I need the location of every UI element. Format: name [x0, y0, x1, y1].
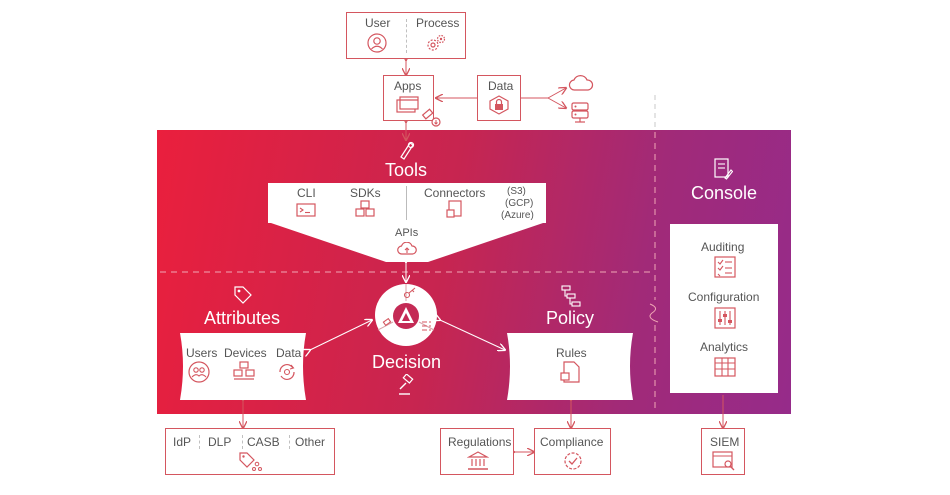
policy-title: Policy	[546, 308, 595, 328]
devices-icon	[233, 361, 255, 380]
decision-title: Decision	[372, 352, 442, 372]
data-label: Data	[488, 79, 514, 93]
console-title: Console	[691, 183, 758, 203]
compliance-label: Compliance	[540, 435, 604, 449]
policy-box	[507, 333, 633, 400]
blocks-icon	[355, 200, 375, 217]
casb-label: CASB	[247, 435, 280, 449]
sliders-icon	[714, 307, 736, 329]
siem-label: SIEM	[710, 435, 740, 449]
cloud-icon	[568, 75, 594, 91]
connectors-label: Connectors	[424, 186, 486, 200]
hierarchy-icon	[561, 285, 581, 307]
connector-plug-icon	[421, 108, 441, 127]
users-group-icon	[188, 361, 210, 383]
data-sync-icon	[279, 364, 295, 380]
console-doc-icon	[714, 158, 733, 180]
users-label: Users	[186, 346, 218, 360]
apps-label: Apps	[394, 79, 422, 93]
regulations-box	[440, 428, 514, 475]
rules-doc-icon	[560, 361, 580, 383]
analytics-label: Analytics	[700, 340, 749, 354]
server-icon	[571, 102, 589, 123]
building-icon	[467, 451, 489, 470]
sdks-label: SDKs	[350, 186, 381, 200]
rules-label: Rules	[556, 346, 587, 360]
tag-icon	[234, 286, 252, 304]
tools-title: Tools	[385, 160, 428, 180]
azure-label: (Azure)	[501, 210, 534, 221]
user-process-box	[346, 12, 466, 59]
process-label: Process	[416, 16, 460, 30]
monitor-search-icon	[712, 451, 735, 471]
s3-label: (S3)	[507, 186, 526, 197]
connector-doc-icon	[446, 200, 462, 218]
gavel-icon	[399, 374, 414, 395]
analytics-grid-icon	[714, 357, 736, 377]
auditing-label: Auditing	[701, 240, 745, 254]
user-label: User	[365, 16, 391, 30]
apps-icon	[396, 96, 419, 113]
tools-tag-icon	[400, 141, 415, 160]
attributes-title: Attributes	[204, 308, 281, 328]
badge-check-icon	[564, 452, 582, 470]
regulations-label: Regulations	[448, 435, 512, 449]
checklist-icon	[714, 256, 736, 278]
decision-hub	[375, 284, 437, 346]
idp-label: IdP	[173, 435, 192, 449]
apis-label: APIs	[395, 227, 419, 239]
terminal-icon	[296, 203, 316, 217]
gcp-label: (GCP)	[505, 198, 534, 209]
gears-icon	[427, 34, 446, 51]
devices-label: Devices	[224, 346, 267, 360]
cli-label: CLI	[297, 186, 316, 200]
user-icon	[367, 33, 387, 53]
tag-share-icon	[239, 452, 262, 471]
configuration-label: Configuration	[688, 290, 760, 304]
locked-data-icon	[489, 95, 509, 115]
cloud-upload-icon	[397, 242, 417, 255]
other-label: Other	[295, 435, 326, 449]
attr-data-label: Data	[276, 346, 302, 360]
identity-sources-box	[165, 428, 335, 475]
compliance-box	[534, 428, 611, 475]
attributes-box	[180, 333, 306, 400]
dlp-label: DLP	[208, 435, 232, 449]
